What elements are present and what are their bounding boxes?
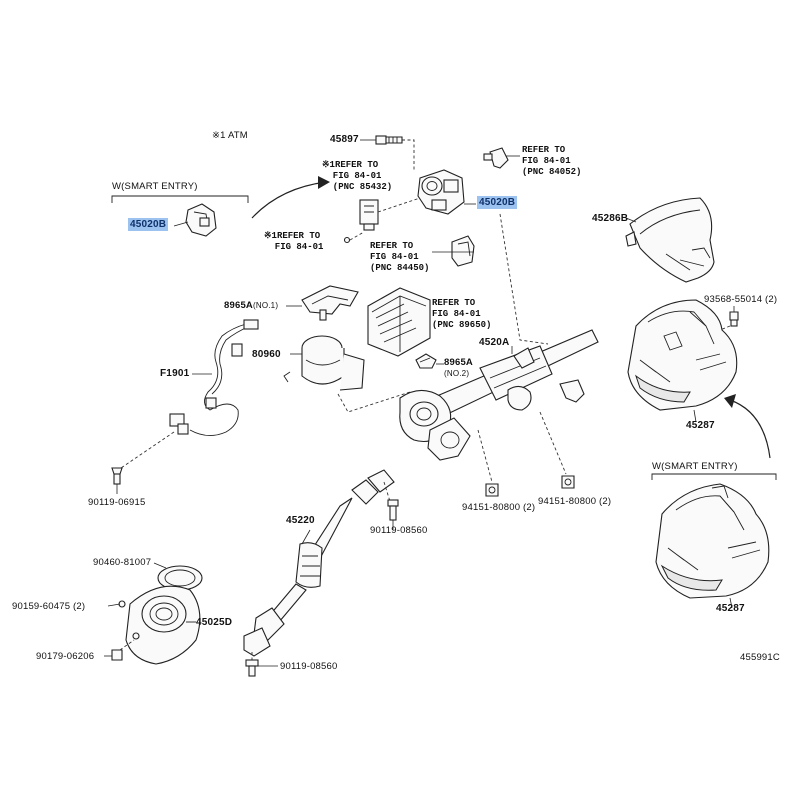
bolt-90179 bbox=[111, 649, 123, 661]
part-45287-top[interactable]: 45287 bbox=[686, 420, 715, 431]
part-8965a-no2[interactable]: 8965A(NO.2) bbox=[444, 357, 473, 378]
curved-arrow-right bbox=[729, 399, 771, 459]
ref-89650: REFER TO FIG 84-01 (PNC 89650) bbox=[432, 298, 492, 330]
part-8965a-no1[interactable]: 8965A(NO.1) bbox=[224, 300, 279, 311]
curved-arrow-right-head bbox=[724, 394, 736, 408]
bolt-upper bbox=[387, 499, 399, 521]
curved-arrow-top bbox=[251, 181, 327, 219]
part-94151-left[interactable]: 94151-80800 (2) bbox=[462, 502, 536, 513]
part-90119-08560-a[interactable]: 90119-08560 bbox=[370, 525, 428, 536]
smart-entry-bracket-top bbox=[111, 195, 249, 203]
part-45287-bottom[interactable]: 45287 bbox=[716, 603, 745, 614]
diagram-id: 455991C bbox=[740, 652, 780, 663]
ref-84052: REFER TO FIG 84-01 (PNC 84052) bbox=[522, 145, 582, 177]
atm-note: ※1 ATM bbox=[212, 130, 248, 141]
ref-84450: REFER TO FIG 84-01 (PNC 84450) bbox=[370, 241, 430, 273]
lock-cylinder-left bbox=[185, 203, 217, 237]
bracket-8965a-no1 bbox=[301, 285, 359, 321]
smart-entry-label-top: W(SMART ENTRY) bbox=[112, 181, 198, 192]
part-f1901[interactable]: F1901 bbox=[160, 368, 190, 379]
clip-84450 bbox=[451, 235, 475, 267]
part-4520a[interactable]: 4520A bbox=[479, 337, 510, 348]
part-90179[interactable]: 90179-06206 bbox=[36, 651, 95, 662]
smart-entry-label-bottom: W(SMART ENTRY) bbox=[652, 461, 738, 472]
screw-90119-06915 bbox=[111, 467, 123, 485]
smart-entry-bracket-bottom bbox=[651, 473, 777, 480]
intermediate-shaft-45220 bbox=[243, 469, 395, 657]
switch-85432 bbox=[359, 199, 379, 231]
ref-85432: ※1REFER TO FIG 84-01 (PNC 85432) bbox=[322, 160, 393, 192]
ignition-switch-housing bbox=[417, 169, 465, 215]
lower-cover-45287-bottom bbox=[655, 483, 770, 599]
bolt-45897 bbox=[375, 135, 403, 145]
part-94151-right[interactable]: 94151-80800 (2) bbox=[538, 496, 612, 507]
part-45286b[interactable]: 45286B bbox=[592, 213, 629, 224]
lower-cover-45287-top bbox=[627, 299, 738, 411]
nut-right bbox=[561, 475, 575, 489]
curved-arrow-top-head bbox=[318, 176, 330, 189]
part-80960[interactable]: 80960 bbox=[252, 349, 281, 360]
motor-80960 bbox=[283, 335, 365, 391]
part-90159[interactable]: 90159-60475 (2) bbox=[12, 601, 86, 612]
upper-cover-45286b bbox=[625, 197, 715, 283]
part-90460[interactable]: 90460-81007 bbox=[93, 557, 152, 568]
part-90119-08560-b[interactable]: 90119-08560 bbox=[280, 661, 338, 672]
sensor-84052 bbox=[483, 147, 509, 169]
part-90119-06915[interactable]: 90119-06915 bbox=[88, 497, 146, 508]
bracket-8965a-no2 bbox=[415, 353, 437, 369]
ecu-89650 bbox=[367, 287, 431, 357]
bolt-lower bbox=[245, 659, 259, 677]
harness-f1901 bbox=[169, 319, 259, 436]
part-93568[interactable]: 93568-55014 (2) bbox=[704, 294, 778, 305]
part-45897[interactable]: 45897 bbox=[330, 134, 359, 145]
nut-left bbox=[485, 483, 499, 497]
part-45025d[interactable]: 45025D bbox=[196, 617, 233, 628]
boot-45025d bbox=[118, 565, 203, 665]
part-45020b-right[interactable]: 45020B bbox=[477, 196, 518, 209]
steering-column-4520a bbox=[399, 329, 599, 461]
part-45220[interactable]: 45220 bbox=[286, 515, 315, 526]
screw-93568 bbox=[729, 311, 739, 327]
ref-fig: ※1REFER TO FIG 84-01 bbox=[264, 231, 324, 252]
part-45020b-left[interactable]: 45020B bbox=[128, 218, 169, 231]
